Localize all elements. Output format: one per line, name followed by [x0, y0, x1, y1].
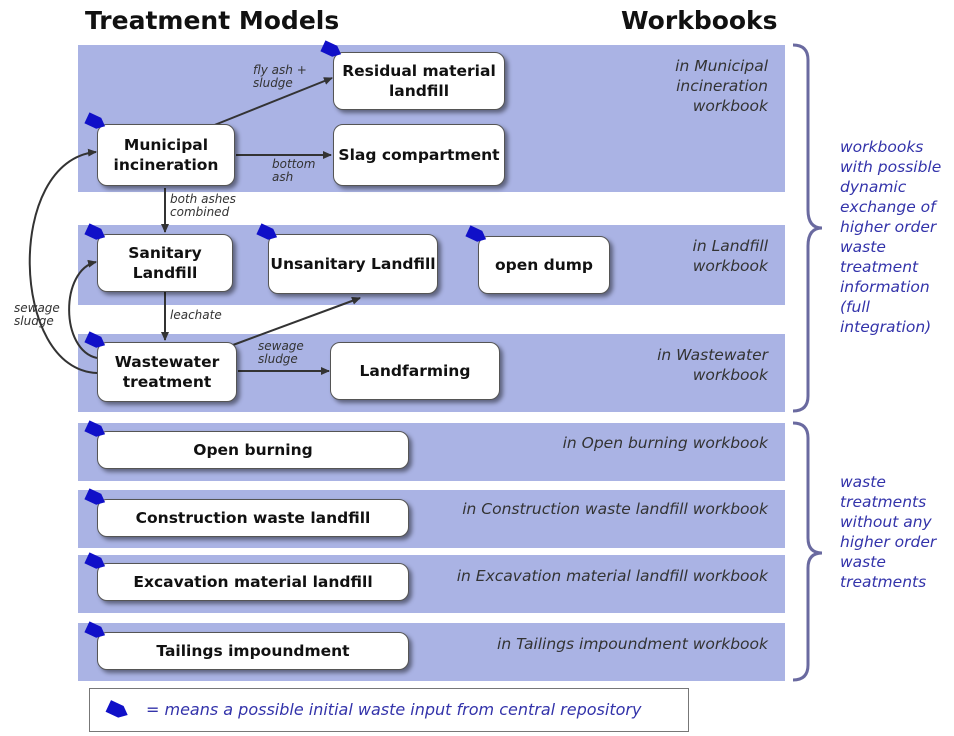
legend-marker-icon — [105, 700, 128, 718]
workbook-label-wastewater: in Wastewater workbook — [657, 346, 768, 384]
node-slag-compartment: Slag compartment — [333, 124, 505, 186]
brace-no-higher — [792, 421, 823, 682]
side-note-integration: workbooks with possible dynamic exchange… — [840, 138, 942, 336]
node-excavation-material-landfill: Excavation material landfill — [97, 563, 409, 601]
node-open-dump: open dump — [478, 236, 610, 294]
edge-label-sewage-sludge-left: sewage sludge — [14, 301, 60, 328]
node-construction-waste-landfill: Construction waste landfill — [97, 499, 409, 537]
legend: = means a possible initial waste input f… — [89, 688, 689, 732]
edge-label-fly-ash: fly ash + sludge — [253, 63, 307, 90]
arrow-sewage-to-sanitary — [68, 259, 98, 359]
legend-text: = means a possible initial waste input f… — [146, 700, 642, 719]
input-marker-icon — [465, 225, 487, 242]
workbook-label-landfill: in Landfill workbook — [692, 237, 768, 275]
node-tailings-impoundment: Tailings impoundment — [97, 632, 409, 670]
workbooks-header: Workbooks — [621, 6, 778, 35]
arrow-sewage-to-municipal — [28, 148, 98, 374]
edge-label-sewage-sludge-right: sewage sludge — [258, 339, 304, 366]
node-residual-material-landfill: Residual material landfill — [333, 52, 505, 110]
workbook-label-tailings: in Tailings impoundment workbook — [497, 635, 768, 653]
input-marker-icon — [256, 223, 278, 240]
arrow-fly-ash — [211, 77, 333, 127]
side-note-no-higher: waste treatments without any higher orde… — [840, 473, 937, 591]
node-wastewater-treatment: Wastewater treatment — [97, 342, 237, 402]
input-marker-icon — [84, 112, 106, 129]
workbook-label-construction: in Construction waste landfill workbook — [462, 500, 768, 518]
node-open-burning: Open burning — [97, 431, 409, 469]
input-marker-icon — [320, 40, 342, 57]
node-unsanitary-landfill: Unsanitary Landfill — [268, 234, 438, 294]
edge-label-bottom-ash: bottom ash — [272, 157, 316, 184]
input-marker-icon — [84, 420, 106, 437]
arrow-sewage-to-unsanitary — [232, 297, 361, 346]
workbook-label-municipal: in Municipal incineration workbook — [675, 57, 768, 115]
node-sanitary-landfill: Sanitary Landfill — [97, 234, 233, 292]
node-landfarming: Landfarming — [330, 342, 500, 400]
input-marker-icon — [84, 488, 106, 505]
treatment-models-header: Treatment Models — [85, 6, 340, 35]
edge-label-both-ashes: both ashes combined — [170, 192, 236, 219]
workbook-label-excavation: in Excavation material landfill workbook — [456, 567, 768, 585]
input-marker-icon — [84, 331, 106, 348]
edge-label-leachate: leachate — [170, 308, 222, 322]
workbook-label-open-burning: in Open burning workbook — [562, 434, 768, 452]
node-municipal-incineration: Municipal incineration — [97, 124, 235, 186]
brace-integration — [792, 43, 823, 413]
input-marker-icon — [84, 552, 106, 569]
input-marker-icon — [84, 621, 106, 638]
input-marker-icon — [84, 223, 106, 240]
